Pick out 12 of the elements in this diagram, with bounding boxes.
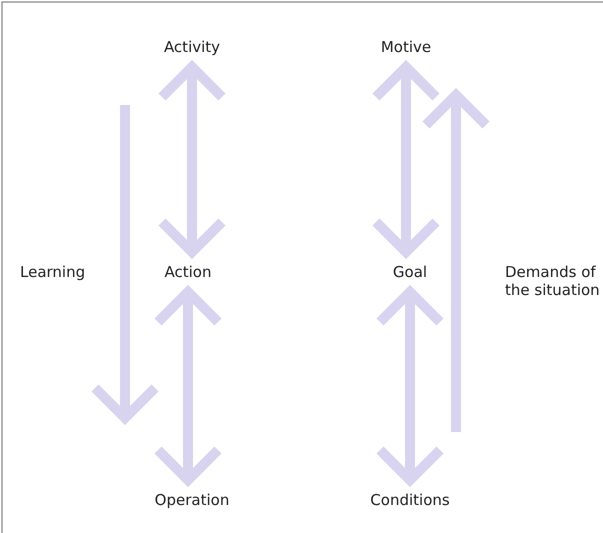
axis-label: Demands of the situation: [505, 263, 601, 299]
double-arrow: [375, 287, 445, 485]
double-arrow: [157, 62, 227, 257]
node-label: Action: [143, 263, 233, 281]
double-arrow: [153, 287, 223, 485]
node-label: Activity: [142, 38, 242, 56]
node-label: Motive: [356, 38, 456, 56]
double-arrow: [371, 62, 441, 257]
node-label: Operation: [137, 491, 247, 509]
node-label: Conditions: [355, 491, 465, 509]
node-label: Goal: [365, 263, 455, 281]
axis-label: Learning: [20, 263, 86, 281]
